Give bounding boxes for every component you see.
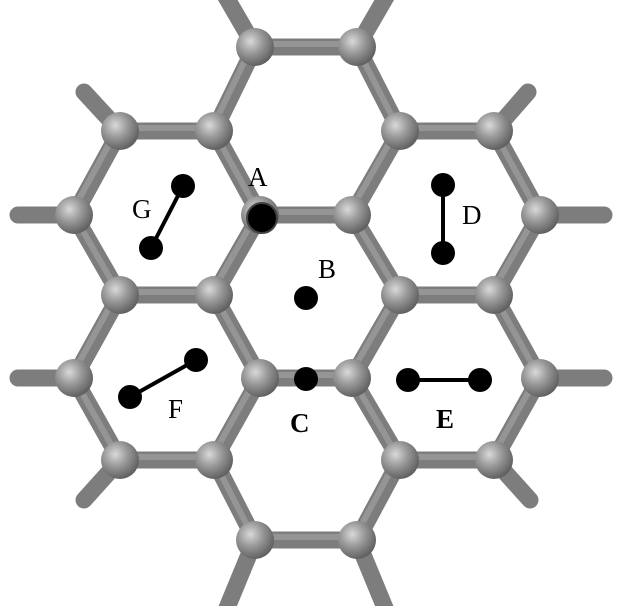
site-A-adsorbate <box>246 202 278 234</box>
carbon-atom <box>195 276 233 314</box>
dimer-D-atom <box>431 173 455 197</box>
carbon-atom <box>475 276 513 314</box>
label-D: D <box>462 200 482 230</box>
dimer-G-atom <box>171 174 195 198</box>
carbon-atom <box>236 521 274 559</box>
site-B-adsorbate <box>294 286 318 310</box>
site-labels: A B C D E F G <box>132 162 482 438</box>
adsorbate-atoms <box>118 173 492 409</box>
dimer-F-atom <box>118 385 142 409</box>
carbon-atom <box>475 112 513 150</box>
dimer-E-atom <box>396 368 420 392</box>
carbon-atom <box>381 441 419 479</box>
label-C: C <box>290 408 310 438</box>
label-F: F <box>168 394 183 424</box>
carbon-atom <box>333 196 371 234</box>
carbon-atom <box>101 441 139 479</box>
carbon-atom <box>195 441 233 479</box>
dimer-E-atom <box>468 368 492 392</box>
dimer-F-atom <box>184 348 208 372</box>
carbon-atom <box>338 28 376 66</box>
carbon-atom <box>101 276 139 314</box>
label-E: E <box>436 404 454 434</box>
carbon-atom <box>338 521 376 559</box>
dimer-G-atom <box>139 236 163 260</box>
label-B: B <box>318 254 336 284</box>
site-C-adsorbate <box>294 367 318 391</box>
carbon-atom <box>521 196 559 234</box>
dimer-D-atom <box>431 241 455 265</box>
carbon-atom <box>521 359 559 397</box>
carbon-atom <box>55 359 93 397</box>
dimer-F-bond <box>129 358 197 399</box>
carbon-atom <box>101 112 139 150</box>
label-A: A <box>248 162 268 192</box>
label-G: G <box>132 194 152 224</box>
carbon-atom <box>381 276 419 314</box>
carbon-atom <box>55 196 93 234</box>
carbon-atom <box>195 112 233 150</box>
carbon-atom <box>381 112 419 150</box>
carbon-atom <box>475 441 513 479</box>
carbon-atom <box>236 28 274 66</box>
carbon-atom <box>241 359 279 397</box>
carbon-atom <box>333 359 371 397</box>
